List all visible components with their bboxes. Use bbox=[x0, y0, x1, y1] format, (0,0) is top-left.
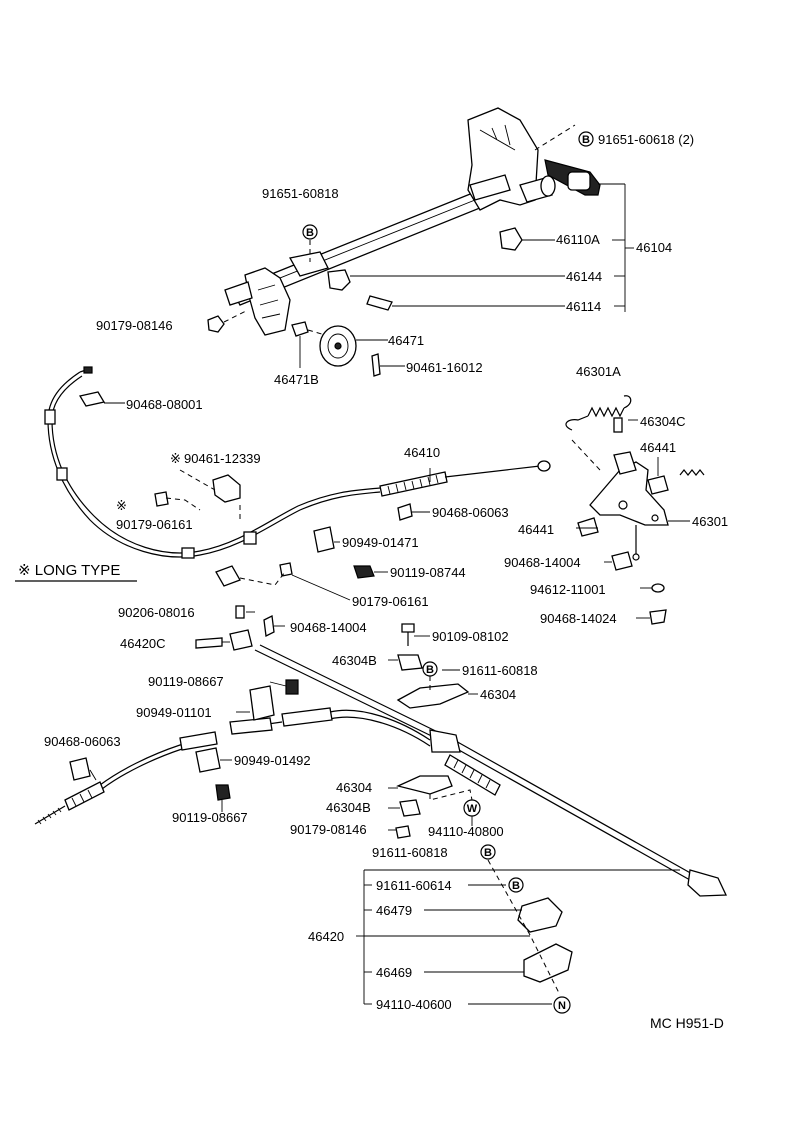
svg-text:B: B bbox=[512, 880, 520, 892]
label-90461-16012: 90461-16012 bbox=[406, 360, 483, 375]
label-46469: 46469 bbox=[376, 965, 412, 980]
label-94612-11001: 94612-11001 bbox=[530, 582, 606, 597]
circle-marker-b-1: B bbox=[578, 131, 594, 147]
label-46301A: 46301A bbox=[576, 364, 621, 379]
label-90179-08146-top: 90179-08146 bbox=[96, 318, 173, 333]
label-90468-06063-a: 90468-06063 bbox=[432, 505, 509, 520]
svg-text:N: N bbox=[558, 1000, 566, 1012]
label-90179-06161-a: 90179-06161 bbox=[116, 517, 193, 532]
label-94110-40800: 94110-40800 bbox=[428, 824, 504, 839]
svg-text:B: B bbox=[484, 847, 492, 859]
label-46420: 46420 bbox=[308, 929, 344, 944]
label-90461-12339: 90461-12339 bbox=[184, 451, 261, 466]
circle-marker-b-3: B bbox=[422, 661, 438, 677]
label-46144: 46144 bbox=[566, 269, 602, 284]
label-91611-60818-lower: 91611-60818 bbox=[372, 845, 448, 860]
label-46304-lower: 46304 bbox=[336, 780, 372, 795]
label-90949-01471: 90949-01471 bbox=[342, 535, 419, 550]
label-91651-60818-top: 91651-60818 bbox=[262, 186, 339, 201]
circle-marker-b-5: B bbox=[508, 877, 524, 893]
label-90119-08667-lower: 90119-08667 bbox=[172, 810, 248, 825]
label-90468-14024: 90468-14024 bbox=[540, 611, 617, 626]
circle-marker-b-4: B bbox=[480, 844, 496, 860]
lower-leader-lines bbox=[89, 611, 680, 1005]
lower-cable-assembly-drawing bbox=[34, 605, 728, 983]
upper-leader-lines bbox=[223, 124, 634, 368]
label-46301: 46301 bbox=[692, 514, 728, 529]
label-46410: 46410 bbox=[404, 445, 440, 460]
label-asterisk-90179-06161: ※ bbox=[116, 498, 127, 513]
svg-text:B: B bbox=[306, 227, 314, 239]
label-46104: 46104 bbox=[636, 240, 672, 255]
label-46471B: 46471B bbox=[274, 372, 319, 387]
circle-marker-w: W bbox=[463, 799, 481, 817]
label-46304-upper: 46304 bbox=[480, 687, 516, 702]
label-46304C: 46304C bbox=[640, 414, 686, 429]
label-long-type-legend: ※ LONG TYPE bbox=[18, 562, 120, 579]
label-94110-40600: 94110-40600 bbox=[376, 997, 452, 1012]
label-46114: 46114 bbox=[566, 299, 601, 314]
label-90119-08744: 90119-08744 bbox=[390, 565, 466, 580]
circle-marker-n: N bbox=[553, 996, 571, 1014]
label-46304B-lower: 46304B bbox=[326, 800, 371, 815]
svg-text:B: B bbox=[582, 134, 590, 146]
label-90109-08102: 90109-08102 bbox=[432, 629, 509, 644]
label-90949-01101: 90949-01101 bbox=[136, 705, 212, 720]
lever-assembly-drawing bbox=[207, 107, 601, 377]
label-90206-08016: 90206-08016 bbox=[118, 605, 195, 620]
svg-text:B: B bbox=[426, 664, 434, 676]
label-46471: 46471 bbox=[388, 333, 424, 348]
part-labels: 91651-60618 (2) 91651-60818 46110A 46104… bbox=[18, 132, 728, 1031]
cable-46410-drawing bbox=[44, 366, 551, 587]
label-46441-top: 46441 bbox=[640, 440, 676, 455]
label-90179-06161-b: 90179-06161 bbox=[352, 594, 429, 609]
circle-marker-b-2: B bbox=[302, 224, 318, 240]
label-46420C: 46420C bbox=[120, 636, 166, 651]
label-90468-14004-b: 90468-14004 bbox=[290, 620, 367, 635]
label-90179-08146-lower: 90179-08146 bbox=[290, 822, 367, 837]
label-91611-60818-upper: 91611-60818 bbox=[462, 663, 538, 678]
label-46441-bottom: 46441 bbox=[518, 522, 554, 537]
label-asterisk-90461-12339: ※ bbox=[170, 451, 181, 466]
label-90119-08667-upper: 90119-08667 bbox=[148, 674, 224, 689]
label-90468-08001: 90468-08001 bbox=[126, 397, 203, 412]
label-90949-01492: 90949-01492 bbox=[234, 753, 311, 768]
footer-code: MC H951-D bbox=[650, 1015, 724, 1031]
label-46479: 46479 bbox=[376, 903, 412, 918]
bellcrank-leader-lines bbox=[571, 419, 690, 619]
label-91651-60618-2: 91651-60618 (2) bbox=[598, 132, 694, 147]
label-46110A: 46110A bbox=[556, 232, 600, 247]
svg-text:W: W bbox=[467, 803, 478, 815]
cable-46410-leader-lines bbox=[104, 402, 431, 601]
label-46304B-upper: 46304B bbox=[332, 653, 377, 668]
label-90468-06063-b: 90468-06063 bbox=[44, 734, 121, 749]
label-90468-14004-a: 90468-14004 bbox=[504, 555, 581, 570]
label-91611-60614: 91611-60614 bbox=[376, 878, 452, 893]
